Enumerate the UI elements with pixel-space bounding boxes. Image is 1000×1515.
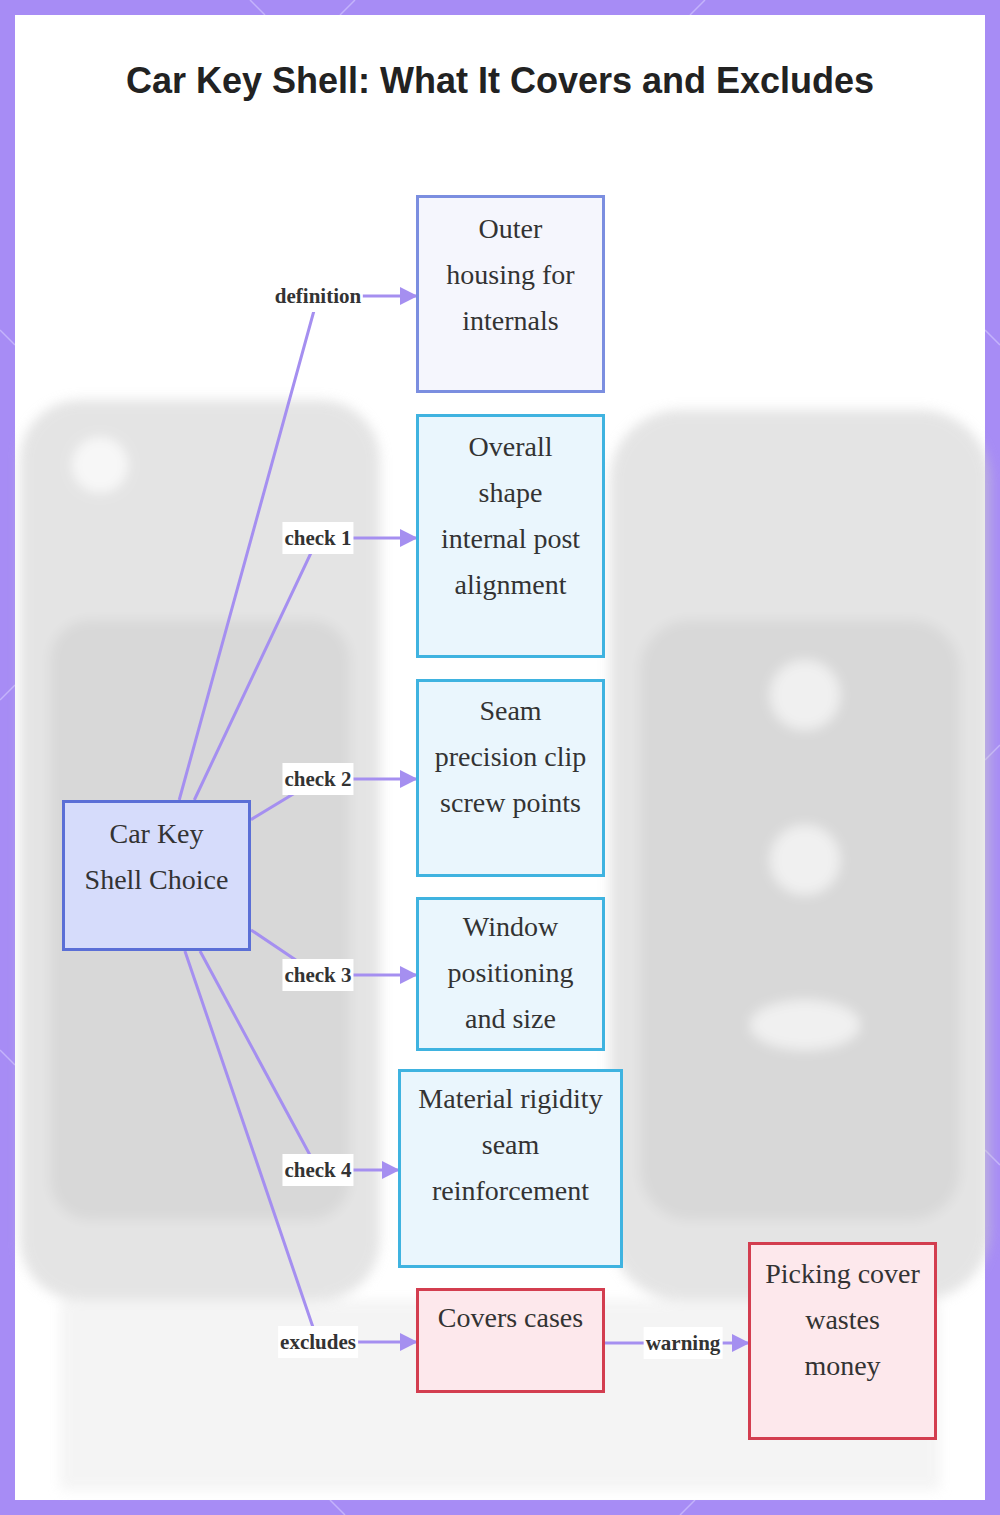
edge-label: check 3 <box>282 959 353 991</box>
node-label: Window positioning and size <box>433 904 588 1042</box>
node-text-group: Covers cases <box>438 1295 583 1341</box>
edge-label: warning <box>644 1327 723 1359</box>
node-text-group: Window positioning and size <box>433 904 588 1042</box>
node-text-group: Outer housing for internals <box>433 206 588 344</box>
node-label: Material rigidity seam reinforcement <box>415 1076 606 1214</box>
node-text-group: Car Key Shell Choice <box>79 811 234 903</box>
edge-label: check 1 <box>282 522 353 554</box>
node-text-group: Seam precision clip screw points <box>433 688 588 826</box>
process-box: Covers cases <box>416 1288 605 1393</box>
process-box: Window positioning and size <box>416 897 605 1051</box>
process-box: Material rigidity seam reinforcement <box>398 1069 623 1268</box>
process-box: Seam precision clip screw points <box>416 679 605 877</box>
connector-arrow <box>200 951 398 1170</box>
edge-label: definition <box>273 280 363 312</box>
edge-label: check 4 <box>282 1154 353 1186</box>
connector-arrow <box>179 296 416 800</box>
key-fob-photo <box>20 400 990 1490</box>
node-label: Seam precision clip screw points <box>433 688 588 826</box>
process-box: Picking cover wastes money <box>748 1242 937 1440</box>
canvas-area <box>15 15 985 1500</box>
node-label: Covers cases <box>438 1295 583 1341</box>
node-text-group: Overall shape internal post alignment <box>439 424 582 608</box>
process-box: Car Key Shell Choice <box>62 800 251 951</box>
edge-label: check 2 <box>282 763 353 795</box>
connector-arrow <box>194 538 416 800</box>
node-text-group: Material rigidity seam reinforcement <box>415 1076 606 1214</box>
process-box: Overall shape internal post alignment <box>416 414 605 658</box>
node-text-group: Picking cover wastes money <box>765 1251 920 1389</box>
connector-arrow <box>185 951 416 1342</box>
node-label: Picking cover wastes money <box>765 1251 920 1389</box>
process-box: Outer housing for internals <box>416 195 605 393</box>
node-label: Car Key Shell Choice <box>79 811 234 903</box>
edge-label: excludes <box>278 1326 358 1358</box>
diagram-title: Car Key Shell: What It Covers and Exclud… <box>100 60 900 102</box>
node-label: Overall shape internal post alignment <box>439 424 582 608</box>
node-label: Outer housing for internals <box>433 206 588 344</box>
